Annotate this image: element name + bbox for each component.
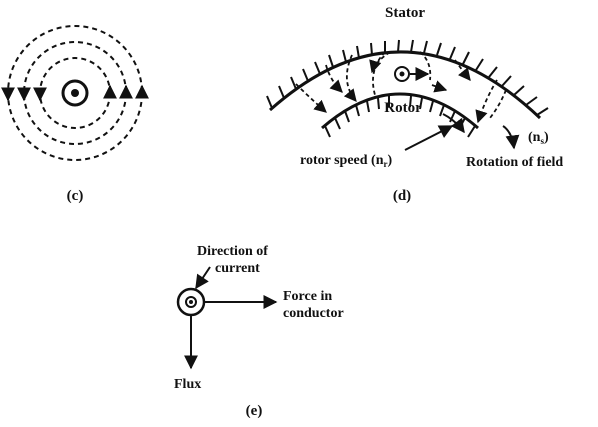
rotor-speed-label: rotor speed (nr) xyxy=(300,153,392,169)
conductor-dot-symbol xyxy=(61,79,89,107)
panel-e: Direction of current Force in conductor … xyxy=(174,244,344,419)
panel-d: Stator xyxy=(266,5,563,204)
rotor-arc xyxy=(321,92,479,130)
force-label-line1: Force in xyxy=(283,289,332,304)
force-label-line2: conductor xyxy=(283,306,344,321)
stator-hatching xyxy=(266,39,549,116)
flux-label: Flux xyxy=(174,377,201,392)
current-pointer-arrow xyxy=(195,266,211,290)
stator-arc xyxy=(269,50,542,120)
conductor-symbol xyxy=(176,287,206,317)
rotor-rotation-arrow xyxy=(442,113,465,134)
field-speed-label: (ns) xyxy=(528,130,549,146)
rotation-of-field-label: Rotation of field xyxy=(466,155,563,170)
rotor-label: Rotor xyxy=(384,100,422,116)
airgap-flux-lines xyxy=(295,51,507,124)
rotor-conductor-symbol xyxy=(394,66,430,82)
current-direction-label-line2: current xyxy=(215,261,260,276)
panel-c: (c) xyxy=(1,25,149,204)
caption-d: (d) xyxy=(393,188,411,204)
field-direction-arrows xyxy=(1,84,149,102)
rotor-speed-pointer xyxy=(404,125,454,151)
current-direction-label-line1: Direction of xyxy=(197,244,268,259)
stator-label: Stator xyxy=(385,5,425,21)
caption-c: (c) xyxy=(67,188,84,204)
caption-e: (e) xyxy=(246,403,263,419)
field-rotation-arrow xyxy=(502,125,520,150)
